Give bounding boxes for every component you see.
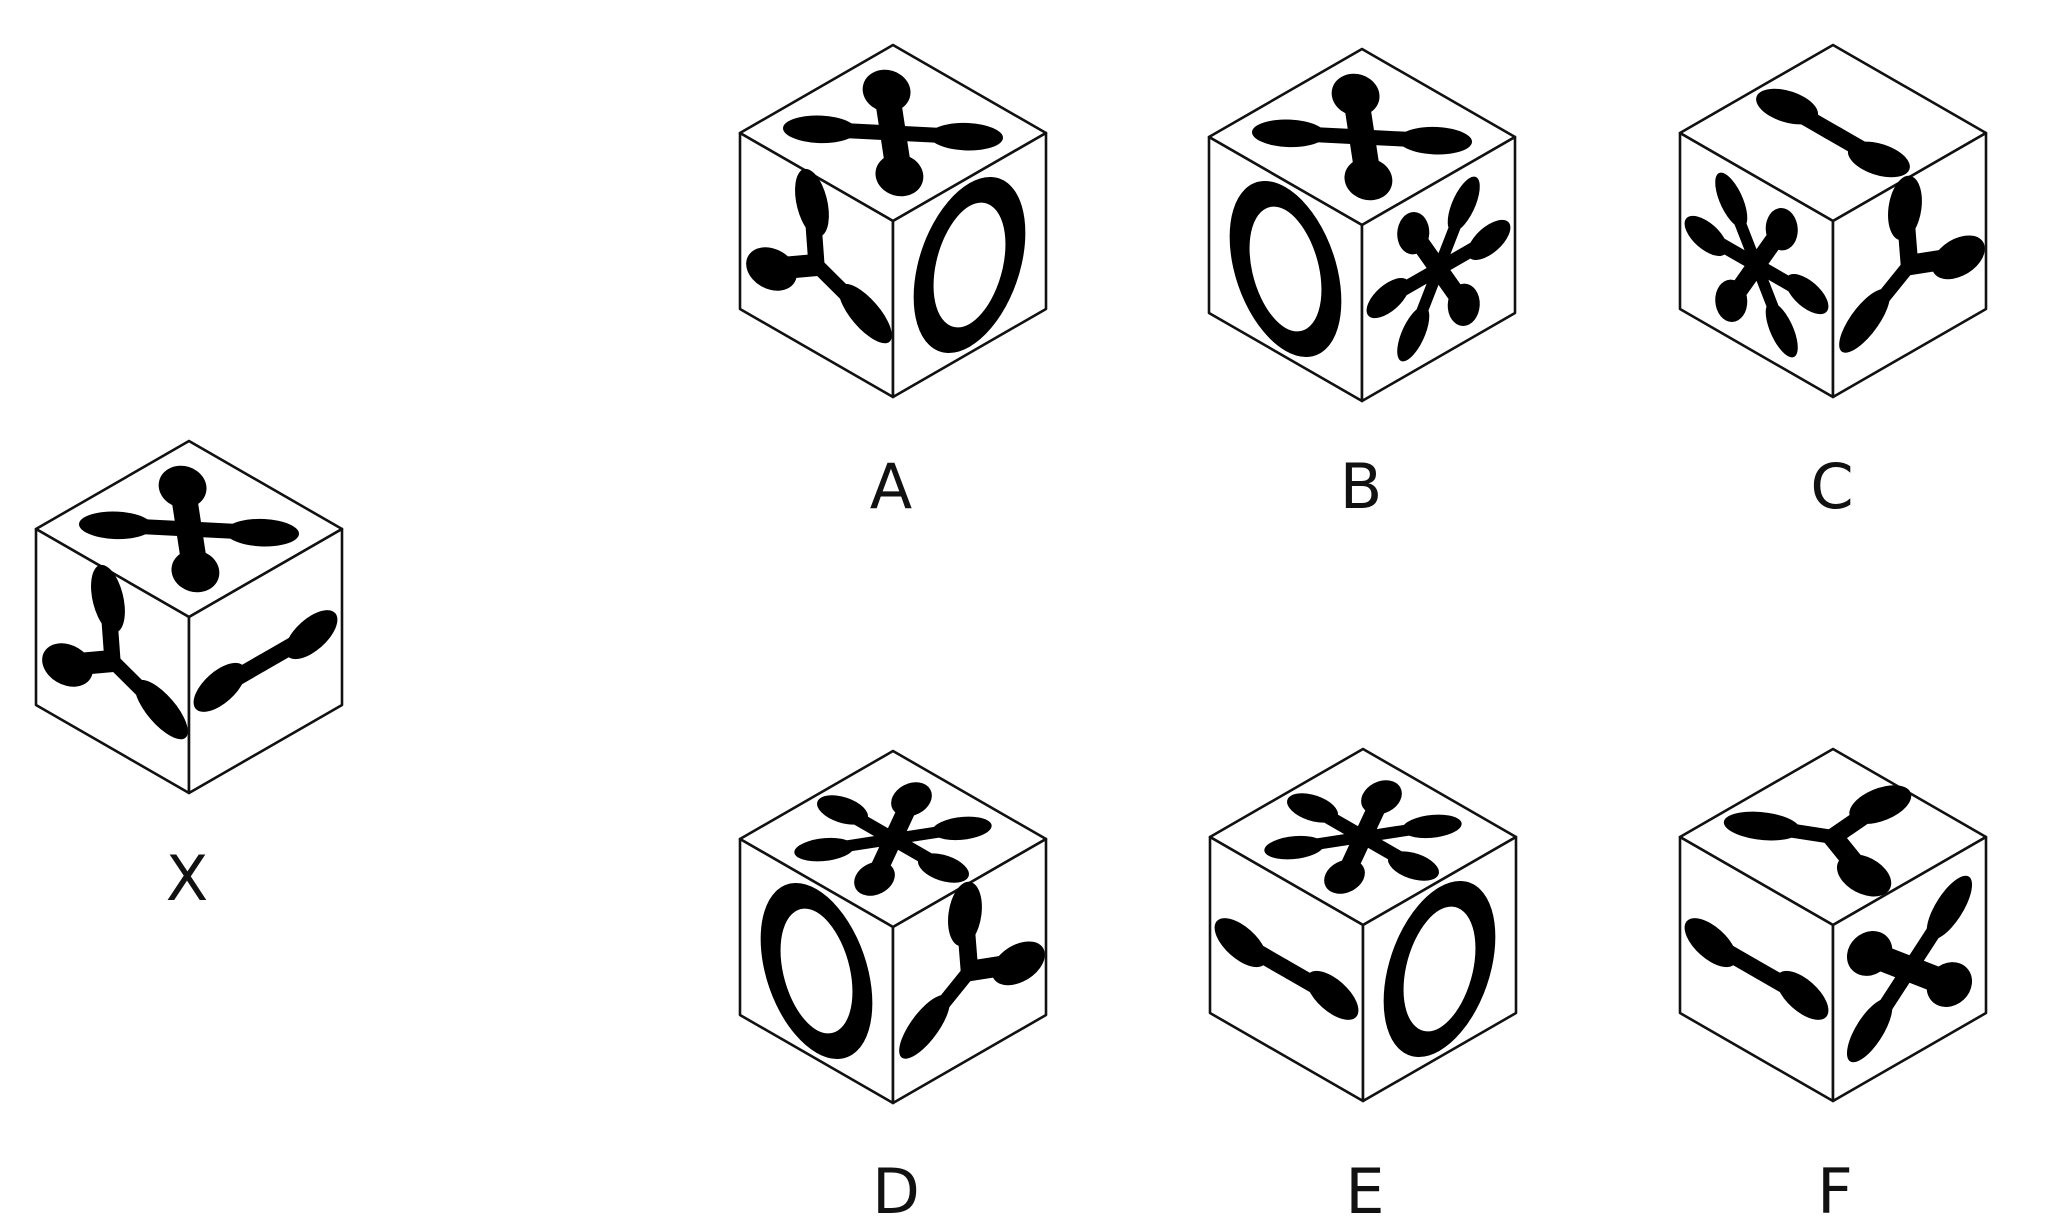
left-face-symbol (760, 883, 873, 1059)
cube-d (738, 749, 1048, 1105)
cube-x (34, 439, 344, 795)
cube-c (1678, 43, 1988, 399)
cube-f (1678, 747, 1988, 1103)
label-b: B (1340, 450, 1383, 523)
cross-4-lobes-symbol (1252, 73, 1472, 201)
right-face-symbol (193, 610, 338, 712)
cross-4-lobes-symbol (1846, 875, 1973, 1063)
left-face-symbol (1684, 918, 1829, 1020)
left-face-symbol (1229, 181, 1342, 357)
bar-2-lobes-symbol (1756, 88, 1910, 178)
ring-symbol (1383, 881, 1496, 1057)
top-face-symbol (1252, 73, 1472, 201)
bar-2-lobes-symbol (1214, 918, 1359, 1020)
left-face-symbol (1684, 172, 1829, 358)
star-6-lobes-symbol (1264, 780, 1462, 894)
label-x: X (166, 842, 208, 915)
top-face-symbol (783, 69, 1003, 197)
bar-2-lobes-symbol (1684, 918, 1829, 1020)
cross-4-lobes-symbol (783, 69, 1003, 197)
y-3-lobes-symbol (746, 168, 892, 344)
right-face-symbol (1839, 175, 1985, 353)
right-face-symbol (1383, 881, 1496, 1057)
star-6-lobes-symbol (1366, 176, 1511, 362)
left-face-symbol (42, 564, 188, 740)
right-face-symbol (1846, 875, 1973, 1063)
left-face-symbol (746, 168, 892, 344)
cube-b (1207, 47, 1517, 403)
label-f: F (1817, 1155, 1853, 1228)
top-face-symbol (1756, 88, 1910, 178)
top-face-symbol (794, 782, 992, 896)
y-3-lobes-symbol (899, 881, 1045, 1059)
ring-symbol (913, 177, 1026, 353)
label-a: A (870, 450, 912, 523)
star-6-lobes-symbol (794, 782, 992, 896)
top-face-symbol (1723, 785, 1912, 897)
left-face-symbol (1214, 918, 1359, 1020)
right-face-symbol (913, 177, 1026, 353)
right-face-symbol (1366, 176, 1511, 362)
top-face-symbol (79, 465, 299, 593)
ring-symbol (1229, 181, 1342, 357)
label-c: C (1810, 450, 1853, 523)
y-3-lobes-symbol (1839, 175, 1985, 353)
label-e: E (1345, 1155, 1384, 1228)
y-3-lobes-symbol (42, 564, 188, 740)
star-6-lobes-symbol (1684, 172, 1829, 358)
cube-a (738, 43, 1048, 399)
top-face-symbol (1264, 780, 1462, 894)
cross-4-lobes-symbol (79, 465, 299, 593)
y-3-lobes-symbol (1723, 785, 1912, 897)
bar-2-lobes-symbol (193, 610, 338, 712)
label-d: D (872, 1155, 920, 1228)
right-face-symbol (899, 881, 1045, 1059)
cube-e (1208, 747, 1518, 1103)
ring-symbol (760, 883, 873, 1059)
